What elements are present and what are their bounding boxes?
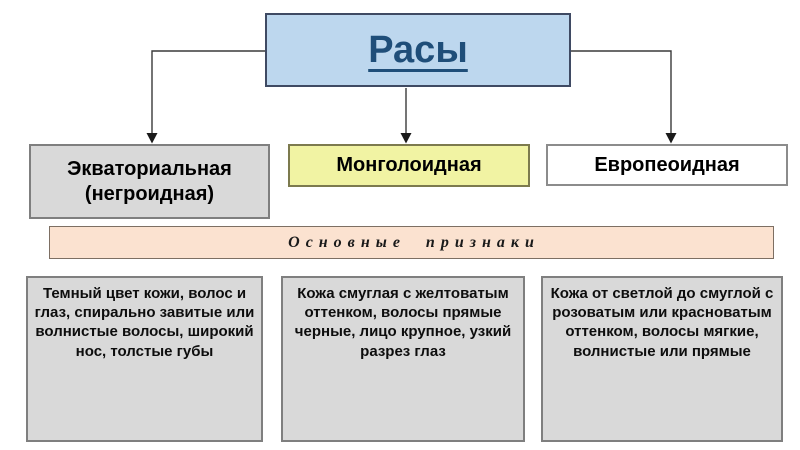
connector-right [571,50,672,133]
branch-label-caucasoid: Европеоидная [594,153,740,176]
main-features-banner: О с н о в н ы е п р и з н а к и [49,226,774,259]
arrowhead-left [146,133,158,144]
root-node-races: Расы [265,13,571,87]
arrowhead-middle [400,133,412,144]
branch-node-equatorial: Экваториальная (негроидная) [29,144,270,219]
branch-label-equatorial: Экваториальная (негроидная) [67,157,232,205]
arrowhead-right [665,133,677,144]
branch-node-mongoloid: Монголоидная [288,144,530,187]
description-mongoloid: Кожа смуглая с желтоватым оттенком, воло… [281,276,525,442]
branch-node-caucasoid: Европеоидная [546,144,788,186]
branch-label-mongoloid: Монголоидная [336,154,482,176]
main-features-banner-label: О с н о в н ы е п р и з н а к и [288,233,535,251]
description-caucasoid: Кожа от светлой до смуглой с розоватым и… [541,276,783,442]
root-node-label: Расы [368,28,468,71]
connector-left [151,50,265,133]
description-equatorial: Темный цвет кожи, волос и глаз, спиральн… [26,276,263,442]
